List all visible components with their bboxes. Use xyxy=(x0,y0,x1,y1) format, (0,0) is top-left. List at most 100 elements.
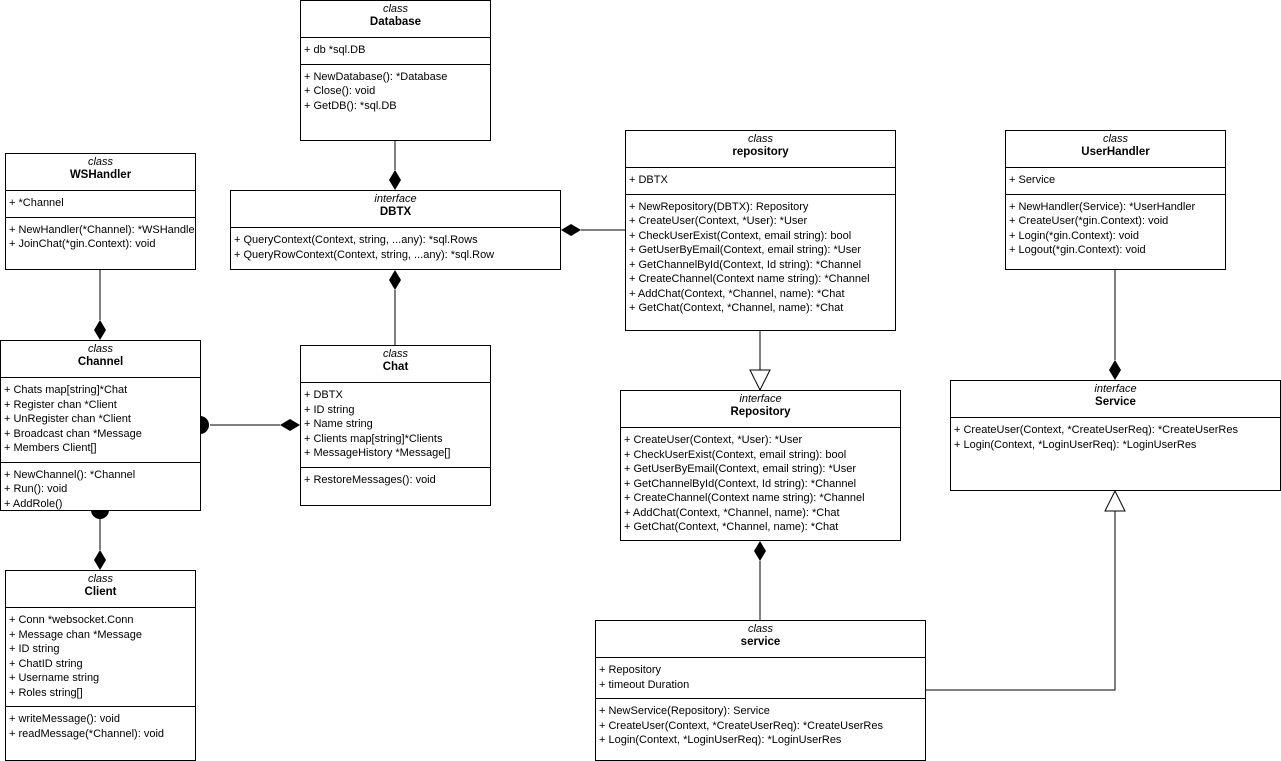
attribute-row: + Broadcast chan *Message xyxy=(4,427,142,440)
method-row: + NewService(Repository): Service xyxy=(599,705,770,717)
class-name: UserHandler xyxy=(1081,146,1150,158)
method-row: + NewChannel(): *Channel xyxy=(4,468,136,481)
method-row: + RestoreMessages(): void xyxy=(304,473,436,486)
method-row: + NewHandler(*Channel): *WSHandler xyxy=(9,223,196,236)
attribute-row: + Register chan *Client xyxy=(4,398,117,411)
class-name: Client xyxy=(84,586,117,598)
method-row: + GetChat(Context, *Channel, name): *Cha… xyxy=(624,521,839,533)
methods-section: + NewRepository(DBTX): Repository+ Creat… xyxy=(626,195,895,322)
inheritance-triangle xyxy=(749,369,771,392)
methods-section: + RestoreMessages(): void xyxy=(301,468,490,494)
attributes-section: + Chats map[string]*Chat+ Register chan … xyxy=(1,378,200,463)
attribute-row: + *Channel xyxy=(9,197,64,209)
attributes-section: + db *sql.DB xyxy=(301,38,490,65)
attributes-section: + DBTX xyxy=(626,168,895,195)
composition-diamond xyxy=(94,320,106,340)
methods-section: + NewService(Repository): Service+ Creat… xyxy=(596,699,925,754)
methods-section: + writeMessage(): void + readMessage(*Cha… xyxy=(6,707,195,747)
methods-section: + NewDatabase(): *Database + Close(): voi… xyxy=(301,65,490,120)
method-row: + NewDatabase(): *Database xyxy=(304,70,448,83)
attributes-section: + Repository + timeout Duration xyxy=(596,658,925,699)
class-name: WSHandler xyxy=(69,169,132,181)
method-row: + NewHandler(Service): *UserHandler xyxy=(1009,200,1196,213)
method-row: + QueryContext(Context, string, ...any):… xyxy=(234,234,478,246)
attribute-row: + Repository xyxy=(599,664,662,676)
attribute-row: + ID string xyxy=(9,643,60,655)
method-row: + QueryRowContext(Context, string, ...an… xyxy=(234,248,495,261)
method-row: + AddChat(Context, *Channel, name): *Cha… xyxy=(629,287,845,300)
method-row: + writeMessage(): void xyxy=(9,713,120,725)
attributes-section: + Service xyxy=(1006,168,1225,195)
stereotype-label: class xyxy=(87,573,114,585)
attributes-section: + Conn *websocket.Conn+ Message chan *Me… xyxy=(6,608,195,707)
stereotype-label: class xyxy=(382,3,409,15)
stereotype-label: interface xyxy=(1094,383,1137,395)
composition-diamond xyxy=(389,170,401,190)
method-row: + Run(): void xyxy=(4,483,68,495)
stereotype-label: class xyxy=(87,156,114,168)
inheritance-triangle xyxy=(1104,489,1126,512)
stereotype-label: class xyxy=(1102,133,1129,145)
attribute-row: + timeout Duration xyxy=(599,678,690,691)
method-row: + AddChat(Context, *Channel, name): *Cha… xyxy=(624,506,840,519)
stereotype-label: class xyxy=(747,623,774,635)
attribute-row: + Username string xyxy=(9,672,100,684)
class-name: repository xyxy=(732,146,789,158)
composition-diamond xyxy=(389,270,401,290)
stereotype-label: class xyxy=(87,343,114,355)
attribute-row: + DBTX xyxy=(304,389,343,401)
class-name: DBTX xyxy=(379,206,412,218)
attribute-row: + Members Client[] xyxy=(4,442,97,454)
method-row: + GetDB(): *sql.DB xyxy=(304,99,397,112)
class-name: Service xyxy=(1095,396,1136,408)
attribute-row: + Roles string[] xyxy=(9,686,83,699)
method-row: + CreateUser(Context, *CreateUserReq): *… xyxy=(954,424,1238,436)
method-row: + Logout(*gin.Context): void xyxy=(1009,244,1146,256)
method-row: + Close(): void xyxy=(304,85,376,97)
attributes-section: + *Channel xyxy=(6,191,195,218)
method-row: + GetChat(Context, *Channel, name): *Cha… xyxy=(629,302,844,314)
composition-diamond xyxy=(94,550,106,570)
method-row: + GetUserByEmail(Context, email string):… xyxy=(629,244,861,256)
method-row: + CheckUserExist(Context, email string):… xyxy=(629,229,852,242)
stereotype-label: class xyxy=(747,133,774,145)
method-row: + JoinChat(*gin.Context): void xyxy=(9,238,156,250)
stereotype-label: interface xyxy=(739,393,782,405)
stereotype-label: interface xyxy=(374,193,417,205)
composition-diamond xyxy=(280,419,300,431)
service-realization-line xyxy=(925,511,1116,691)
methods-section: + NewChannel(): *Channel+ Run(): void+ A… xyxy=(1,463,200,511)
method-row: + Login(*gin.Context): void xyxy=(1009,229,1139,242)
methods-section: + CreateUser(Context, *CreateUserReq): *… xyxy=(951,418,1280,458)
method-row: + Login(Context, *LoginUserReq): *LoginU… xyxy=(599,734,842,746)
class-name: Channel xyxy=(77,356,124,368)
method-row: + readMessage(*Channel): void xyxy=(9,727,165,740)
channel-right-half-circle xyxy=(200,416,209,434)
method-row: + CreateUser(Context, *User): *User xyxy=(624,434,803,446)
class-name: Repository xyxy=(730,406,791,418)
method-row: + CreateUser(Context, *User): *User xyxy=(629,215,808,227)
method-row: + CreateChannel(Context name string): *C… xyxy=(629,273,870,285)
class-name: Chat xyxy=(382,361,409,373)
class-name: service xyxy=(740,636,781,648)
class-name: Database xyxy=(369,16,422,28)
channel-bottom-half-circle xyxy=(91,510,109,519)
method-row: + GetUserByEmail(Context, email string):… xyxy=(624,463,856,475)
methods-section: + NewHandler(*Channel): *WSHandler + Join… xyxy=(6,218,195,258)
